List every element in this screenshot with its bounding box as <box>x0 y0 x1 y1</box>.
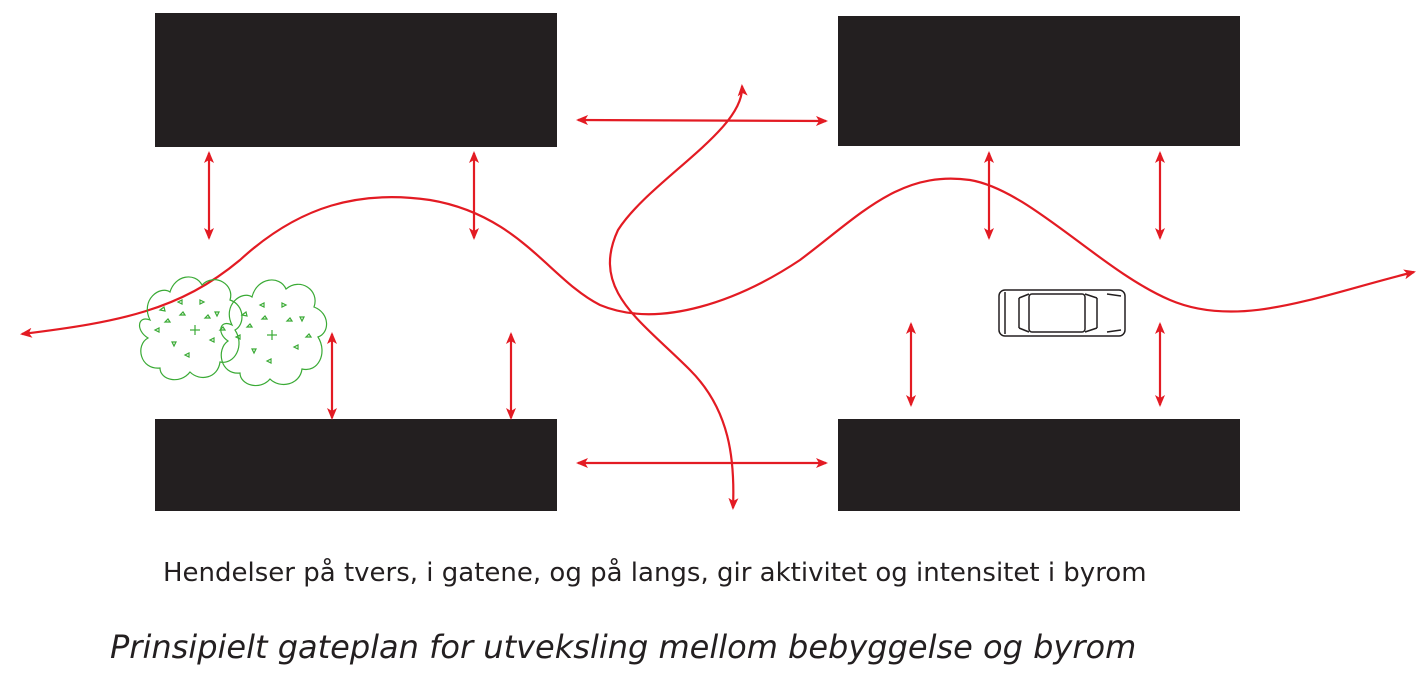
diagram-subtitle: Prinsipielt gateplan for utveksling mell… <box>110 628 1137 666</box>
arrow-wave-horizontal <box>20 177 1416 338</box>
car-icon <box>998 289 1126 337</box>
building-bottom-right <box>838 419 1240 511</box>
diagram-caption: Hendelser på tvers, i gatene, og på lang… <box>163 558 1147 588</box>
building-bottom-left <box>155 419 557 511</box>
arrow-wave-crossing <box>608 84 748 510</box>
tree-icon <box>139 276 243 381</box>
building-top-left <box>155 13 557 147</box>
tree-icon <box>220 279 328 387</box>
arrow-top-between <box>576 115 828 126</box>
street-plan-diagram <box>20 13 1416 511</box>
building-top-right <box>838 16 1240 146</box>
